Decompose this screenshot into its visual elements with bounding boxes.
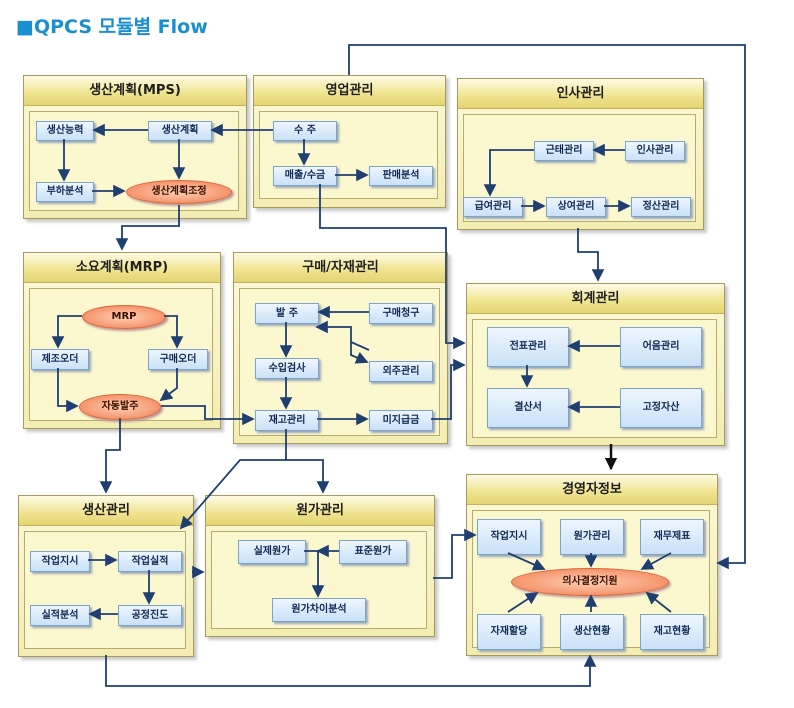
node-process-progress[interactable]: 공정진도 (118, 605, 182, 626)
node-closing[interactable]: 결산서 (487, 388, 569, 428)
arrow-cost-mis (433, 528, 477, 579)
module-title-mps: 생산계획(MPS) (24, 76, 246, 106)
node-inventory[interactable]: 재고관리 (255, 410, 319, 431)
oval-mrp[interactable]: MRP (82, 305, 166, 329)
arrow-mis-financial-decision (640, 552, 672, 570)
arrow-mis-stock-decision (645, 591, 672, 613)
arrow-outsource-po (315, 320, 370, 351)
node-mis-cost[interactable]: 원가관리 (560, 519, 624, 555)
module-title-production: 생산관리 (19, 496, 193, 526)
arrow-po-outsourcing (350, 342, 369, 364)
node-unpaid[interactable]: 미지급금 (369, 410, 433, 431)
arrow-mis-allocation-decision (507, 592, 539, 613)
arrow-mrp-purchase (164, 315, 184, 349)
node-production-status[interactable]: 생산현황 (560, 614, 624, 650)
arrow-actual-variance (304, 550, 325, 598)
node-material-allocation[interactable]: 자재할당 (477, 614, 541, 650)
node-stock-status[interactable]: 재고현황 (640, 614, 704, 650)
node-inspection[interactable]: 수입검사 (255, 358, 319, 379)
arrow-auto-inventory (161, 405, 255, 426)
node-cost-variance[interactable]: 원가차이분석 (272, 598, 366, 622)
arrow-mfg-auto (57, 368, 79, 413)
node-sales-collect[interactable]: 매출/수금 (273, 166, 337, 186)
arrow-mrp-mfg (51, 315, 82, 349)
node-purchase-request[interactable]: 구매청구 (369, 303, 433, 324)
node-payroll[interactable]: 급여관리 (463, 197, 523, 217)
node-purchase-order-mrp[interactable]: 구매오더 (148, 349, 208, 370)
node-attendance[interactable]: 근태관리 (534, 141, 594, 161)
node-mis-financial[interactable]: 재무제표 (640, 519, 704, 555)
module-title-cost: 원가관리 (206, 496, 434, 526)
node-order[interactable]: 수 주 (273, 121, 337, 141)
node-production-plan[interactable]: 생산계획 (148, 121, 212, 141)
node-work-result[interactable]: 작업실적 (118, 551, 182, 572)
node-load-analysis[interactable]: 부하분석 (36, 182, 94, 202)
oval-auto-order[interactable]: 자동발주 (79, 394, 161, 420)
node-work-instruction[interactable]: 작업지시 (30, 551, 90, 572)
arrow-attendance-payroll (483, 149, 534, 197)
node-mis-work-instruction[interactable]: 작업지시 (477, 519, 541, 555)
module-production: 생산관리 (18, 495, 194, 657)
arrow-mps-mrp (115, 205, 180, 251)
node-actual-cost[interactable]: 실제원가 (238, 540, 306, 564)
module-title-accounting: 회계관리 (467, 284, 724, 314)
arrow-production-mis-loop (105, 654, 597, 687)
node-bill[interactable]: 어음관리 (620, 327, 702, 367)
arrow-inventory-cost (285, 429, 330, 494)
node-personnel[interactable]: 인사관리 (625, 141, 685, 161)
node-fixed-asset[interactable]: 고정자산 (620, 388, 702, 428)
arrow-top-loop (348, 44, 746, 570)
arrow-inventory-production (179, 459, 286, 530)
page-title: ■QPCS 모듈별 Flow (16, 16, 208, 38)
arrow-mis-instruction-decision (507, 552, 546, 571)
arrow-unpaid-accounting (431, 358, 466, 420)
arrow-mrp-production (99, 418, 121, 494)
module-title-sales: 영업관리 (254, 76, 445, 106)
node-sales-analysis[interactable]: 판매분석 (369, 166, 433, 186)
module-title-purchase: 구매/자재관리 (234, 253, 447, 283)
production-inner (24, 531, 186, 649)
module-title-mis: 경영자정보 (467, 475, 717, 505)
arrow-hr-accounting (577, 228, 605, 282)
node-settlement[interactable]: 정산관리 (631, 197, 691, 217)
node-outsourcing[interactable]: 외주관리 (369, 361, 433, 382)
oval-plan-adjust[interactable]: 생산계획조정 (126, 180, 232, 204)
node-mfg-order[interactable]: 제조오더 (31, 349, 89, 370)
node-standard-cost[interactable]: 표준원가 (339, 540, 407, 564)
module-title-hr: 인사관리 (458, 79, 703, 109)
node-bonus[interactable]: 상여관리 (546, 197, 606, 217)
module-title-mrp: 소요계획(MRP) (24, 253, 220, 283)
arrow-purchase-auto (159, 368, 178, 402)
arrow-sales-accounting (319, 184, 466, 350)
